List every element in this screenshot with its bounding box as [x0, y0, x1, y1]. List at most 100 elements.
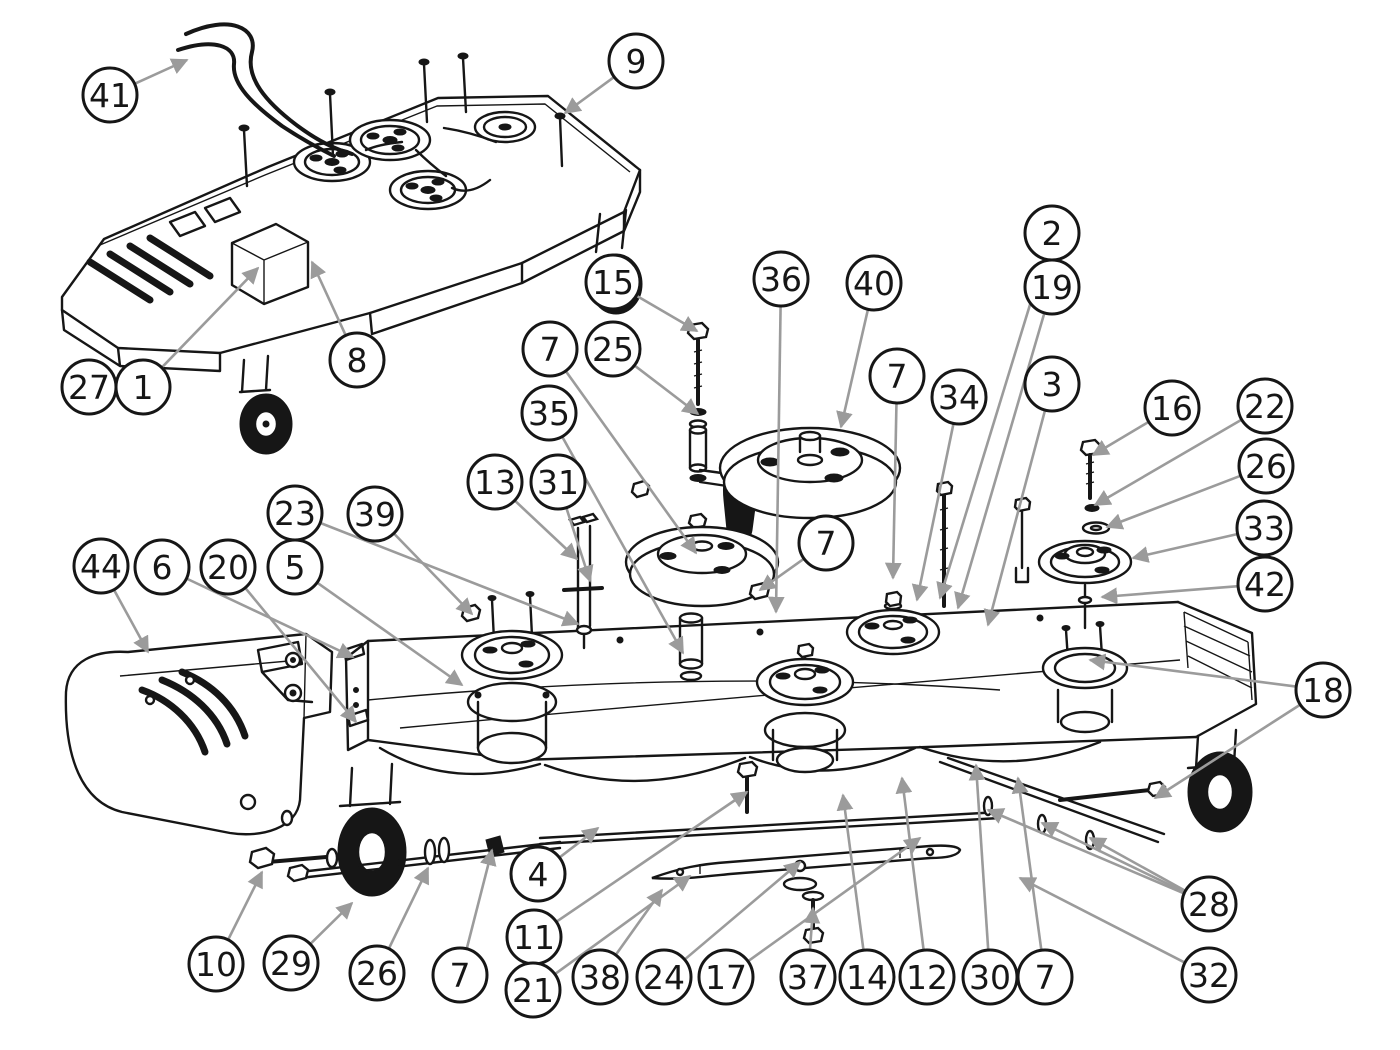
caster-wheel-front: [238, 354, 293, 455]
callout-number-19: 19: [1031, 268, 1073, 307]
callout-number-14: 14: [846, 958, 888, 997]
leader-line-5: [316, 581, 464, 687]
callout-number-26: 26: [356, 954, 398, 993]
callout-balloon-9: [607, 32, 665, 90]
leader-line-28: [1040, 821, 1186, 894]
leader-line-16: [1091, 420, 1150, 457]
callout-number-27: 27: [68, 368, 110, 407]
belt-keeper-rods: [286, 810, 1002, 883]
callout-number-12: 12: [906, 958, 948, 997]
leader-line-7: [564, 370, 698, 555]
mower-blade: [651, 844, 962, 945]
callout-balloon-25: [584, 320, 642, 378]
callout-balloon-15: [584, 253, 642, 311]
callout-number-31: 31: [537, 463, 579, 502]
callout-balloon-7: [431, 946, 489, 1004]
leader-line-28: [1088, 836, 1187, 893]
left-spindle-assembly: [460, 591, 564, 765]
belt-cover: [230, 222, 310, 306]
leader-line-40: [836, 309, 870, 429]
callout-number-3: 3: [1042, 365, 1063, 404]
leader-line-19: [954, 312, 1046, 610]
callout-number-25: 25: [592, 330, 634, 369]
leader-line-17: [747, 836, 922, 963]
callout-number-15: 15: [592, 263, 634, 302]
leader-line-2: [936, 258, 1046, 600]
callout-number-7: 7: [1035, 958, 1056, 997]
leader-line-7: [758, 557, 805, 592]
leader-line-20: [244, 586, 358, 724]
leader-line-34: [911, 423, 955, 602]
callout-number-30: 30: [969, 958, 1011, 997]
leader-line-9: [563, 75, 615, 115]
discharge-panel: [64, 632, 334, 836]
callout-balloon-39: [346, 485, 404, 543]
callout-balloon-37: [779, 948, 837, 1006]
rear-axle-rods: [938, 756, 1167, 851]
callout-balloon-41: [81, 66, 139, 124]
callout-number-28: 28: [1188, 885, 1230, 924]
callout-number-26: 26: [1245, 447, 1287, 486]
leader-line-26: [1105, 474, 1242, 530]
callout-number-1: 1: [133, 368, 154, 407]
deck-belt: [176, 22, 498, 192]
callout-number-38: 38: [579, 958, 621, 997]
callout-balloon-3: [1023, 355, 1081, 413]
callout-balloon-26: [348, 944, 406, 1002]
callout-balloon-17: [697, 948, 755, 1006]
callout-balloon-12: [898, 948, 956, 1006]
callout-number-16: 16: [1151, 389, 1193, 428]
callout-number-21: 21: [512, 971, 554, 1010]
callout-balloon-44: [72, 537, 130, 595]
callout-balloon-26: [1237, 437, 1295, 495]
callout-number-10: 10: [195, 945, 237, 984]
leader-line-36: [767, 305, 785, 614]
flat-idler-pulley: [718, 426, 902, 520]
leader-line-10: [226, 870, 264, 941]
callout-number-33: 33: [1243, 509, 1285, 548]
discharge-louvers: [86, 234, 214, 304]
leader-line-3: [983, 409, 1047, 627]
caster-wheel-left-exploded: [248, 762, 407, 897]
leader-line-41: [134, 58, 189, 86]
callout-number-40: 40: [853, 264, 895, 303]
left-idler-pulley: [624, 512, 780, 682]
leader-line-44: [112, 589, 150, 654]
callout-balloon-20: [199, 538, 257, 596]
leader-line-33: [1131, 532, 1238, 563]
leader-line-13: [513, 499, 579, 561]
callout-balloon-4: [509, 845, 567, 903]
leader-line-18: [1153, 703, 1301, 800]
callout-number-7: 7: [887, 357, 908, 396]
leader-line-21: [554, 874, 692, 976]
leader-line-32: [1018, 876, 1186, 964]
callout-balloon-7: [797, 514, 855, 572]
leader-line-15: [635, 294, 699, 333]
callout-balloon-32: [1180, 946, 1238, 1004]
callout-number-41: 41: [89, 76, 131, 115]
leader-line-22: [1093, 418, 1243, 507]
callout-balloon-1: [114, 358, 172, 416]
callout-balloon-19: [1023, 258, 1081, 316]
callout-balloon-34: [930, 368, 988, 426]
callout-balloon-35: [520, 384, 578, 442]
callout-number-29: 29: [270, 944, 312, 983]
leader-line-24: [683, 860, 802, 961]
callout-number-5: 5: [285, 548, 306, 587]
deck-pulleys: [292, 110, 537, 211]
leader-line-26: [387, 866, 430, 950]
callout-balloon-40: [845, 254, 903, 312]
callout-number-35: 35: [528, 394, 570, 433]
callout-balloon-16: [1143, 379, 1201, 437]
lift-rods: [238, 52, 566, 188]
right-pulley-stack: [1037, 438, 1133, 630]
callout-balloon-24: [635, 948, 693, 1006]
callout-number-13: 13: [474, 463, 516, 502]
callout-number-17: 17: [705, 958, 747, 997]
leader-line-8: [310, 260, 347, 337]
leader-line-7: [884, 402, 902, 580]
callout-number-32: 32: [1188, 956, 1230, 995]
idler-bolt-stack: [686, 321, 710, 482]
callout-balloon-18: [1294, 661, 1352, 719]
